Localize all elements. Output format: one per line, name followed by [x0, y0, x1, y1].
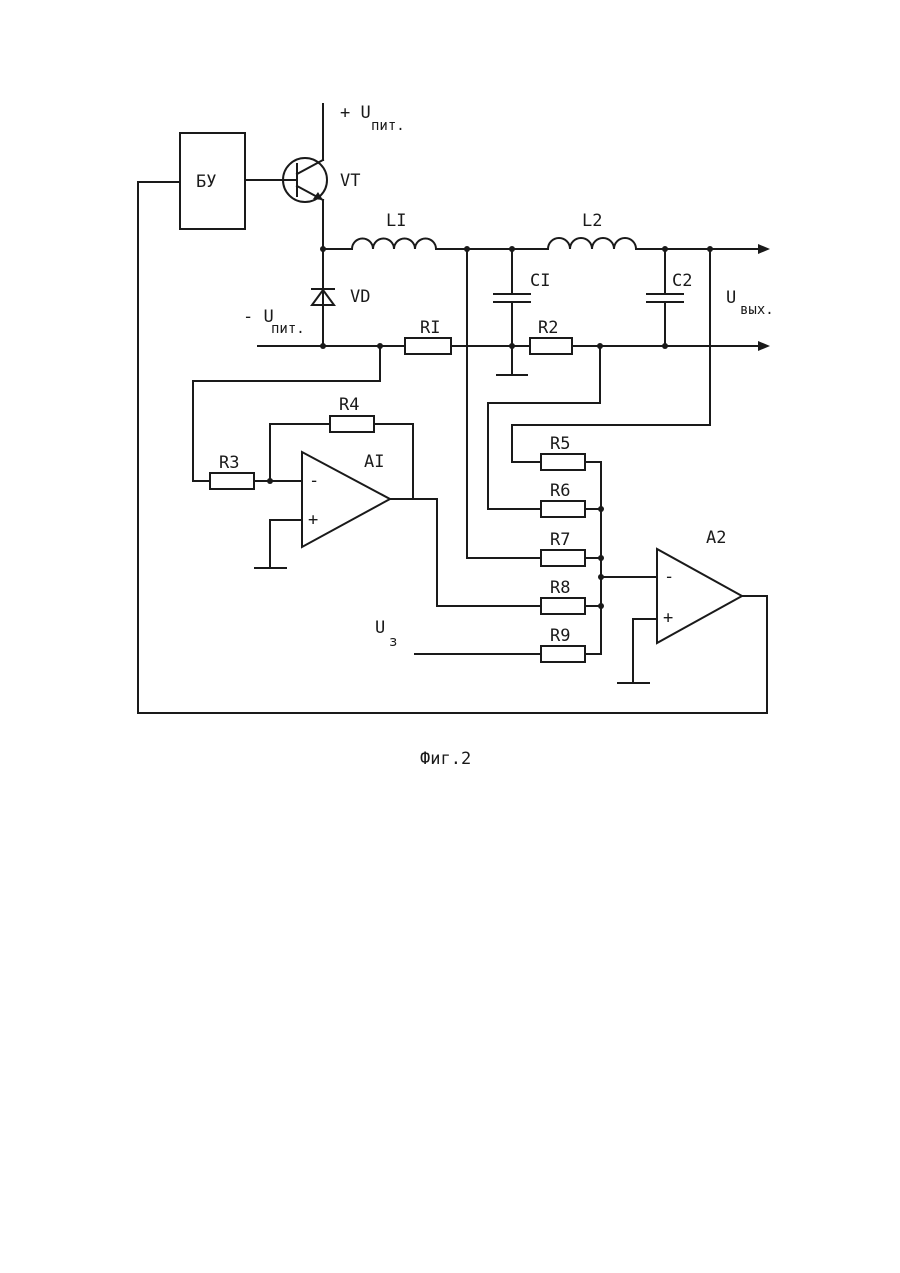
r1-label: RI: [420, 318, 440, 338]
capacitor2-label: C2: [672, 271, 692, 291]
r4-label: R4: [339, 395, 359, 415]
diode-label: VD: [350, 287, 370, 307]
inductor2-label: L2: [582, 211, 602, 231]
figure-caption: Фиг.2: [420, 749, 471, 769]
opamp1-plus: +: [308, 510, 318, 530]
control-unit-label: БУ: [196, 172, 216, 192]
r6-label: R6: [550, 481, 570, 501]
r8-label: R8: [550, 578, 570, 598]
opamp2-label: A2: [706, 528, 726, 548]
opamp-a2: [657, 549, 742, 643]
output-arrow-bottom: [758, 341, 770, 351]
inductor-l2: [548, 238, 636, 249]
resistor-r8: [541, 598, 585, 614]
resistor-r2: [530, 338, 572, 354]
capacitor-c1: [494, 249, 530, 375]
output-label: U: [726, 288, 736, 308]
inductor1-label: LI: [386, 211, 406, 231]
r9-label: R9: [550, 626, 570, 646]
setpoint-label: U: [375, 618, 385, 638]
r5-label: R5: [550, 434, 570, 454]
capacitor1-label: CI: [530, 271, 550, 291]
resistor-r9: [541, 646, 585, 662]
resistor-r3: [210, 473, 254, 489]
resistor-r6: [541, 501, 585, 517]
output-sub: вых.: [740, 302, 774, 318]
opamp2-minus: -: [664, 567, 674, 587]
resistor-r5: [541, 454, 585, 470]
r2-label: R2: [538, 318, 558, 338]
capacitor-c2: [647, 249, 683, 346]
inductor-l1: [352, 239, 436, 249]
opamp1-minus: -: [309, 471, 319, 491]
supply-plus-sub: пит.: [371, 118, 405, 134]
supply-minus-sub: пит.: [271, 321, 305, 337]
setpoint-sub: з: [389, 634, 397, 650]
opamp1-label: AI: [364, 452, 384, 472]
supply-plus-label: + U: [340, 103, 371, 123]
r7-label: R7: [550, 530, 570, 550]
resistor-r4: [330, 416, 374, 432]
resistor-r1: [405, 338, 451, 354]
transistor-label: VT: [340, 171, 360, 191]
opamp2-plus: +: [663, 608, 673, 628]
resistor-r7: [541, 550, 585, 566]
r3-label: R3: [219, 453, 239, 473]
supply-minus-label: - U: [243, 307, 274, 327]
output-arrow-top: [758, 244, 770, 254]
